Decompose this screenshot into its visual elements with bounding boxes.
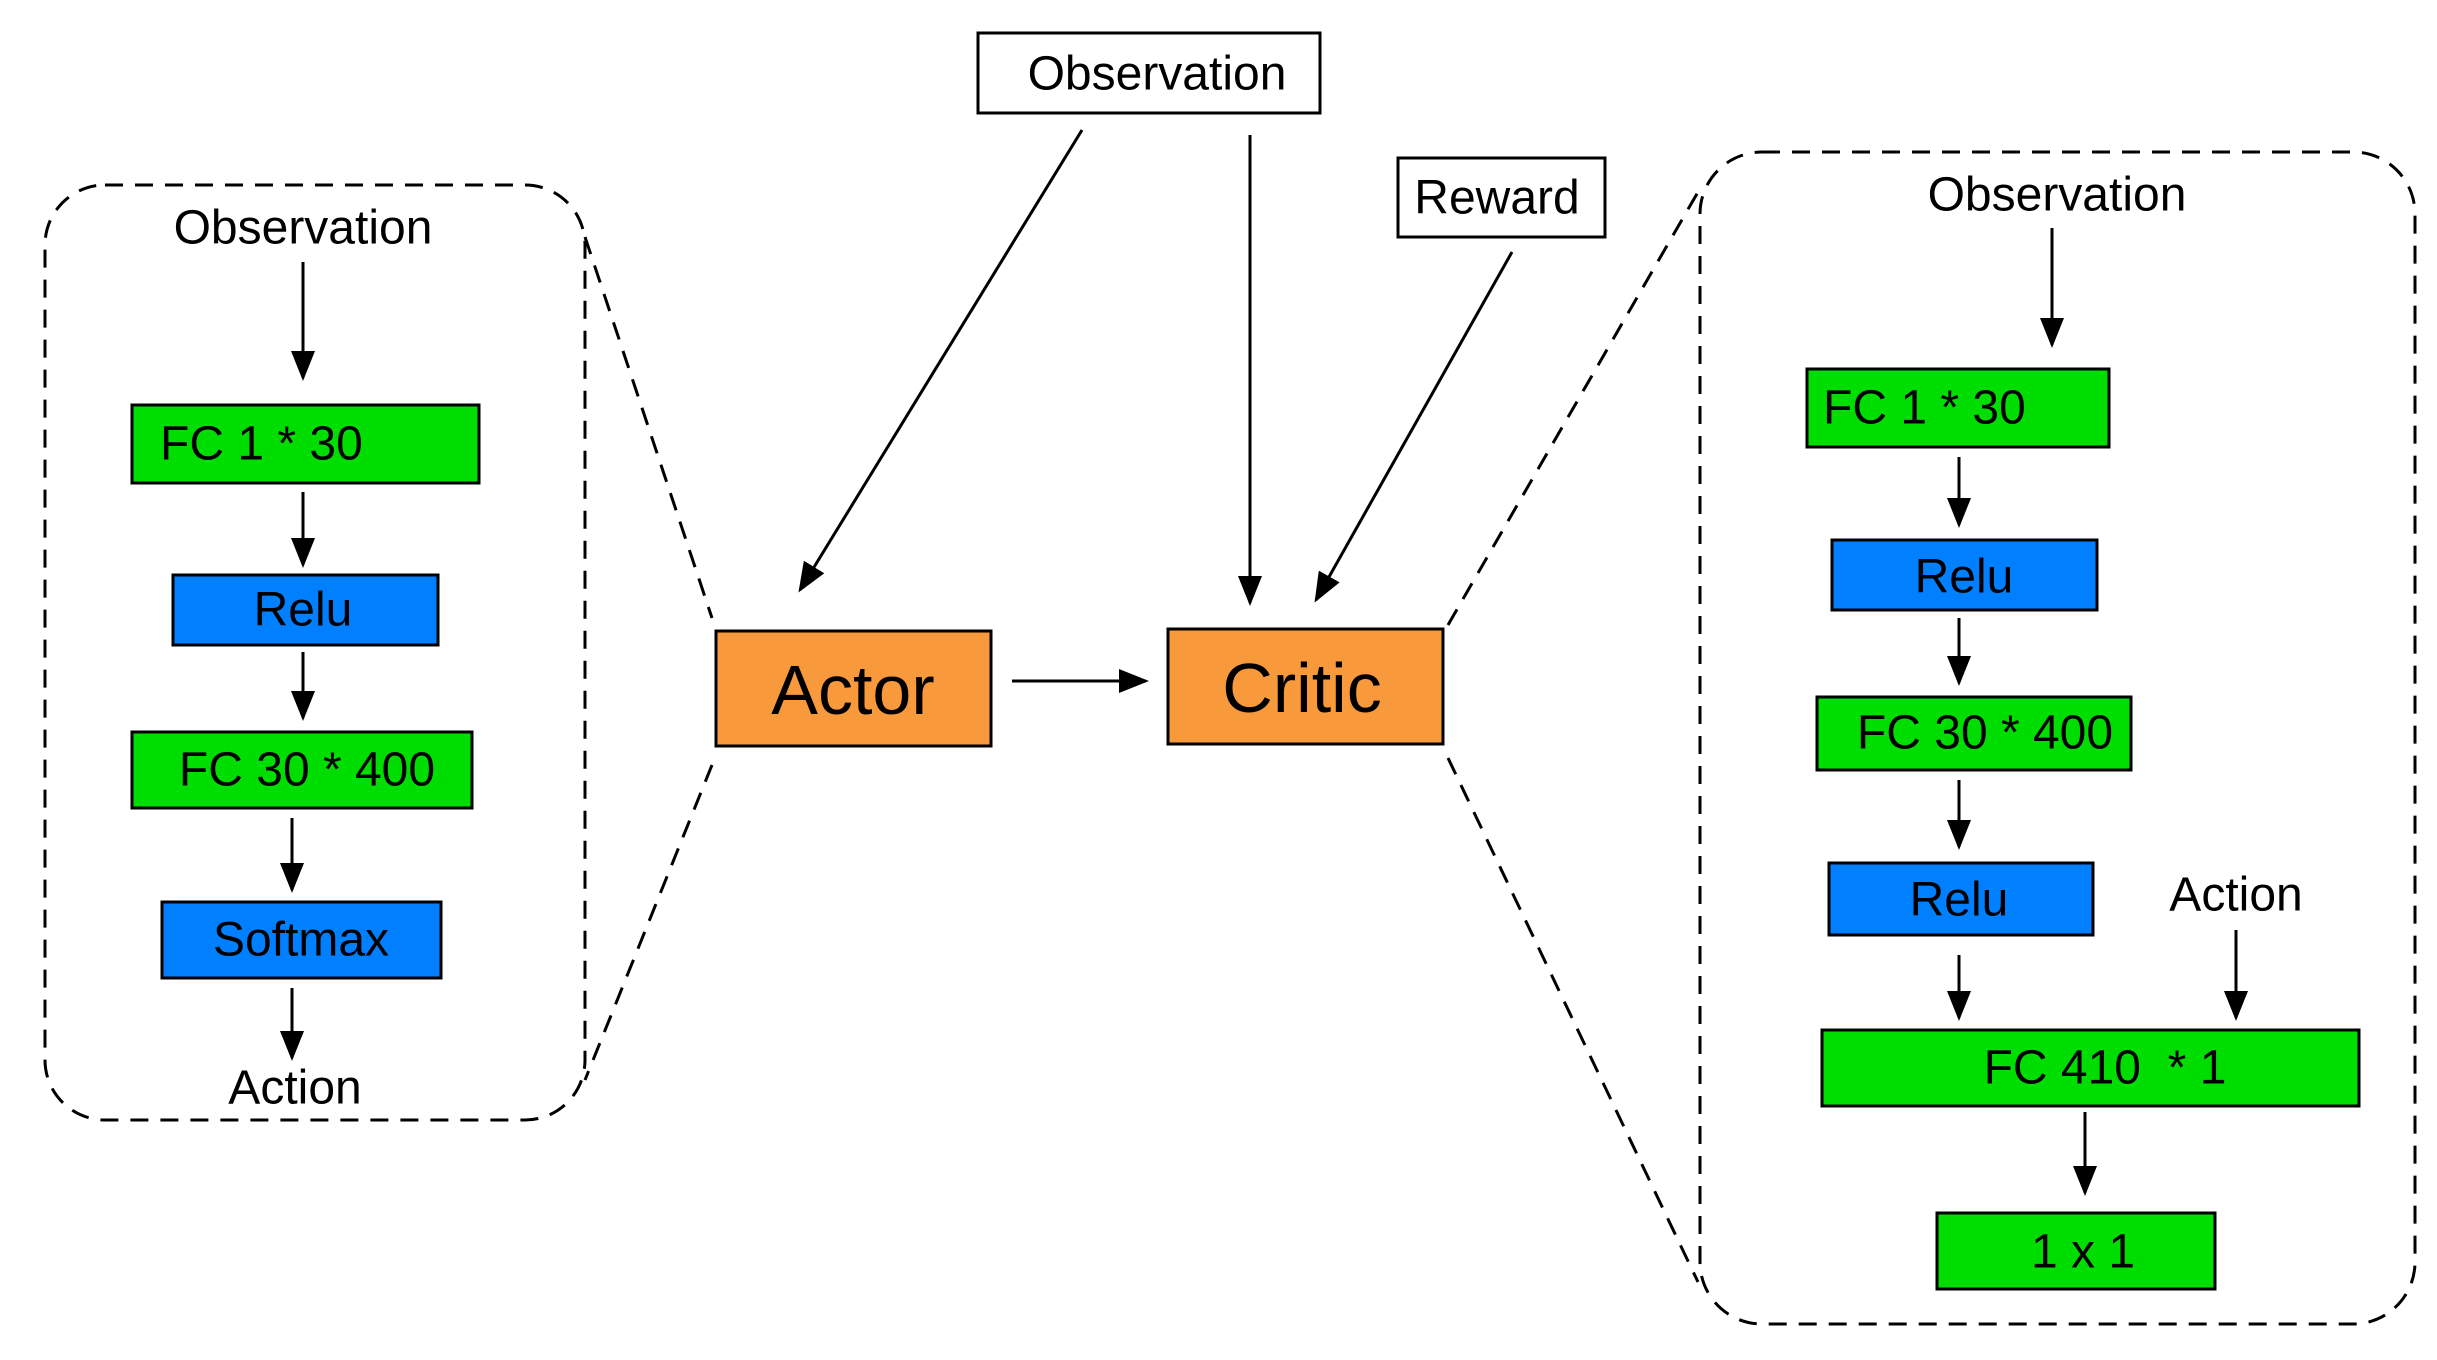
reward-box — [1396, 156, 1607, 239]
critic-action-input-label: Action — [2169, 869, 2302, 922]
critic-relu-1-label: Relu — [1915, 551, 2014, 604]
actor-softmax-label: Softmax — [213, 914, 389, 967]
critic-fc-2-label: FC 30 * 400 — [1857, 707, 2113, 760]
observation-to-actor-arrow — [798, 129, 1084, 593]
critic-label: Critic — [1222, 649, 1381, 727]
actor-network-panel — [43, 183, 587, 1122]
critic-fc-1-label: FC 1 * 30 — [1823, 382, 2026, 435]
actor-label: Actor — [771, 651, 934, 729]
actor-fc-1-label: FC 1 * 30 — [160, 418, 363, 471]
critic-relu-2-label: Relu — [1910, 874, 2009, 927]
critic-relu-2-box — [1827, 861, 2095, 937]
critic-net-input-label: Observation — [1928, 169, 2187, 222]
critic-relu-1-box — [1830, 538, 2099, 612]
critic-fc-3-label: FC 410 * 1 — [1984, 1042, 2227, 1095]
top-observation-label: Observation — [1028, 48, 1287, 101]
reward-label: Reward — [1414, 172, 1579, 225]
critic-output-box — [1935, 1211, 2217, 1291]
actor-box — [714, 629, 993, 748]
actor-fc-2-label: FC 30 * 400 — [179, 744, 435, 797]
actor-net-input-label: Observation — [174, 202, 433, 255]
critic-box — [1166, 627, 1445, 746]
critic-zoom-line-top — [1446, 191, 1700, 626]
actor-zoom-line-bottom — [583, 764, 714, 1081]
critic-fc-3-box — [1820, 1028, 2361, 1108]
critic-output-label: 1 x 1 — [2031, 1226, 2135, 1279]
actor-fc-1-box — [130, 403, 481, 485]
actor-relu-box — [171, 573, 440, 647]
actor-fc-2-box — [130, 730, 474, 810]
critic-zoom-line-bottom — [1446, 757, 1700, 1283]
critic-network-panel — [1698, 150, 2417, 1326]
critic-fc-1-box — [1805, 367, 2111, 449]
actor-zoom-line-top — [583, 236, 714, 619]
actor-relu-label: Relu — [254, 584, 353, 637]
critic-fc-2-box — [1815, 695, 2133, 772]
actor-net-output-label: Action — [228, 1062, 361, 1115]
reward-to-critic-arrow — [1314, 251, 1514, 603]
actor-softmax-box — [160, 900, 443, 980]
top-observation-box — [976, 31, 1322, 115]
